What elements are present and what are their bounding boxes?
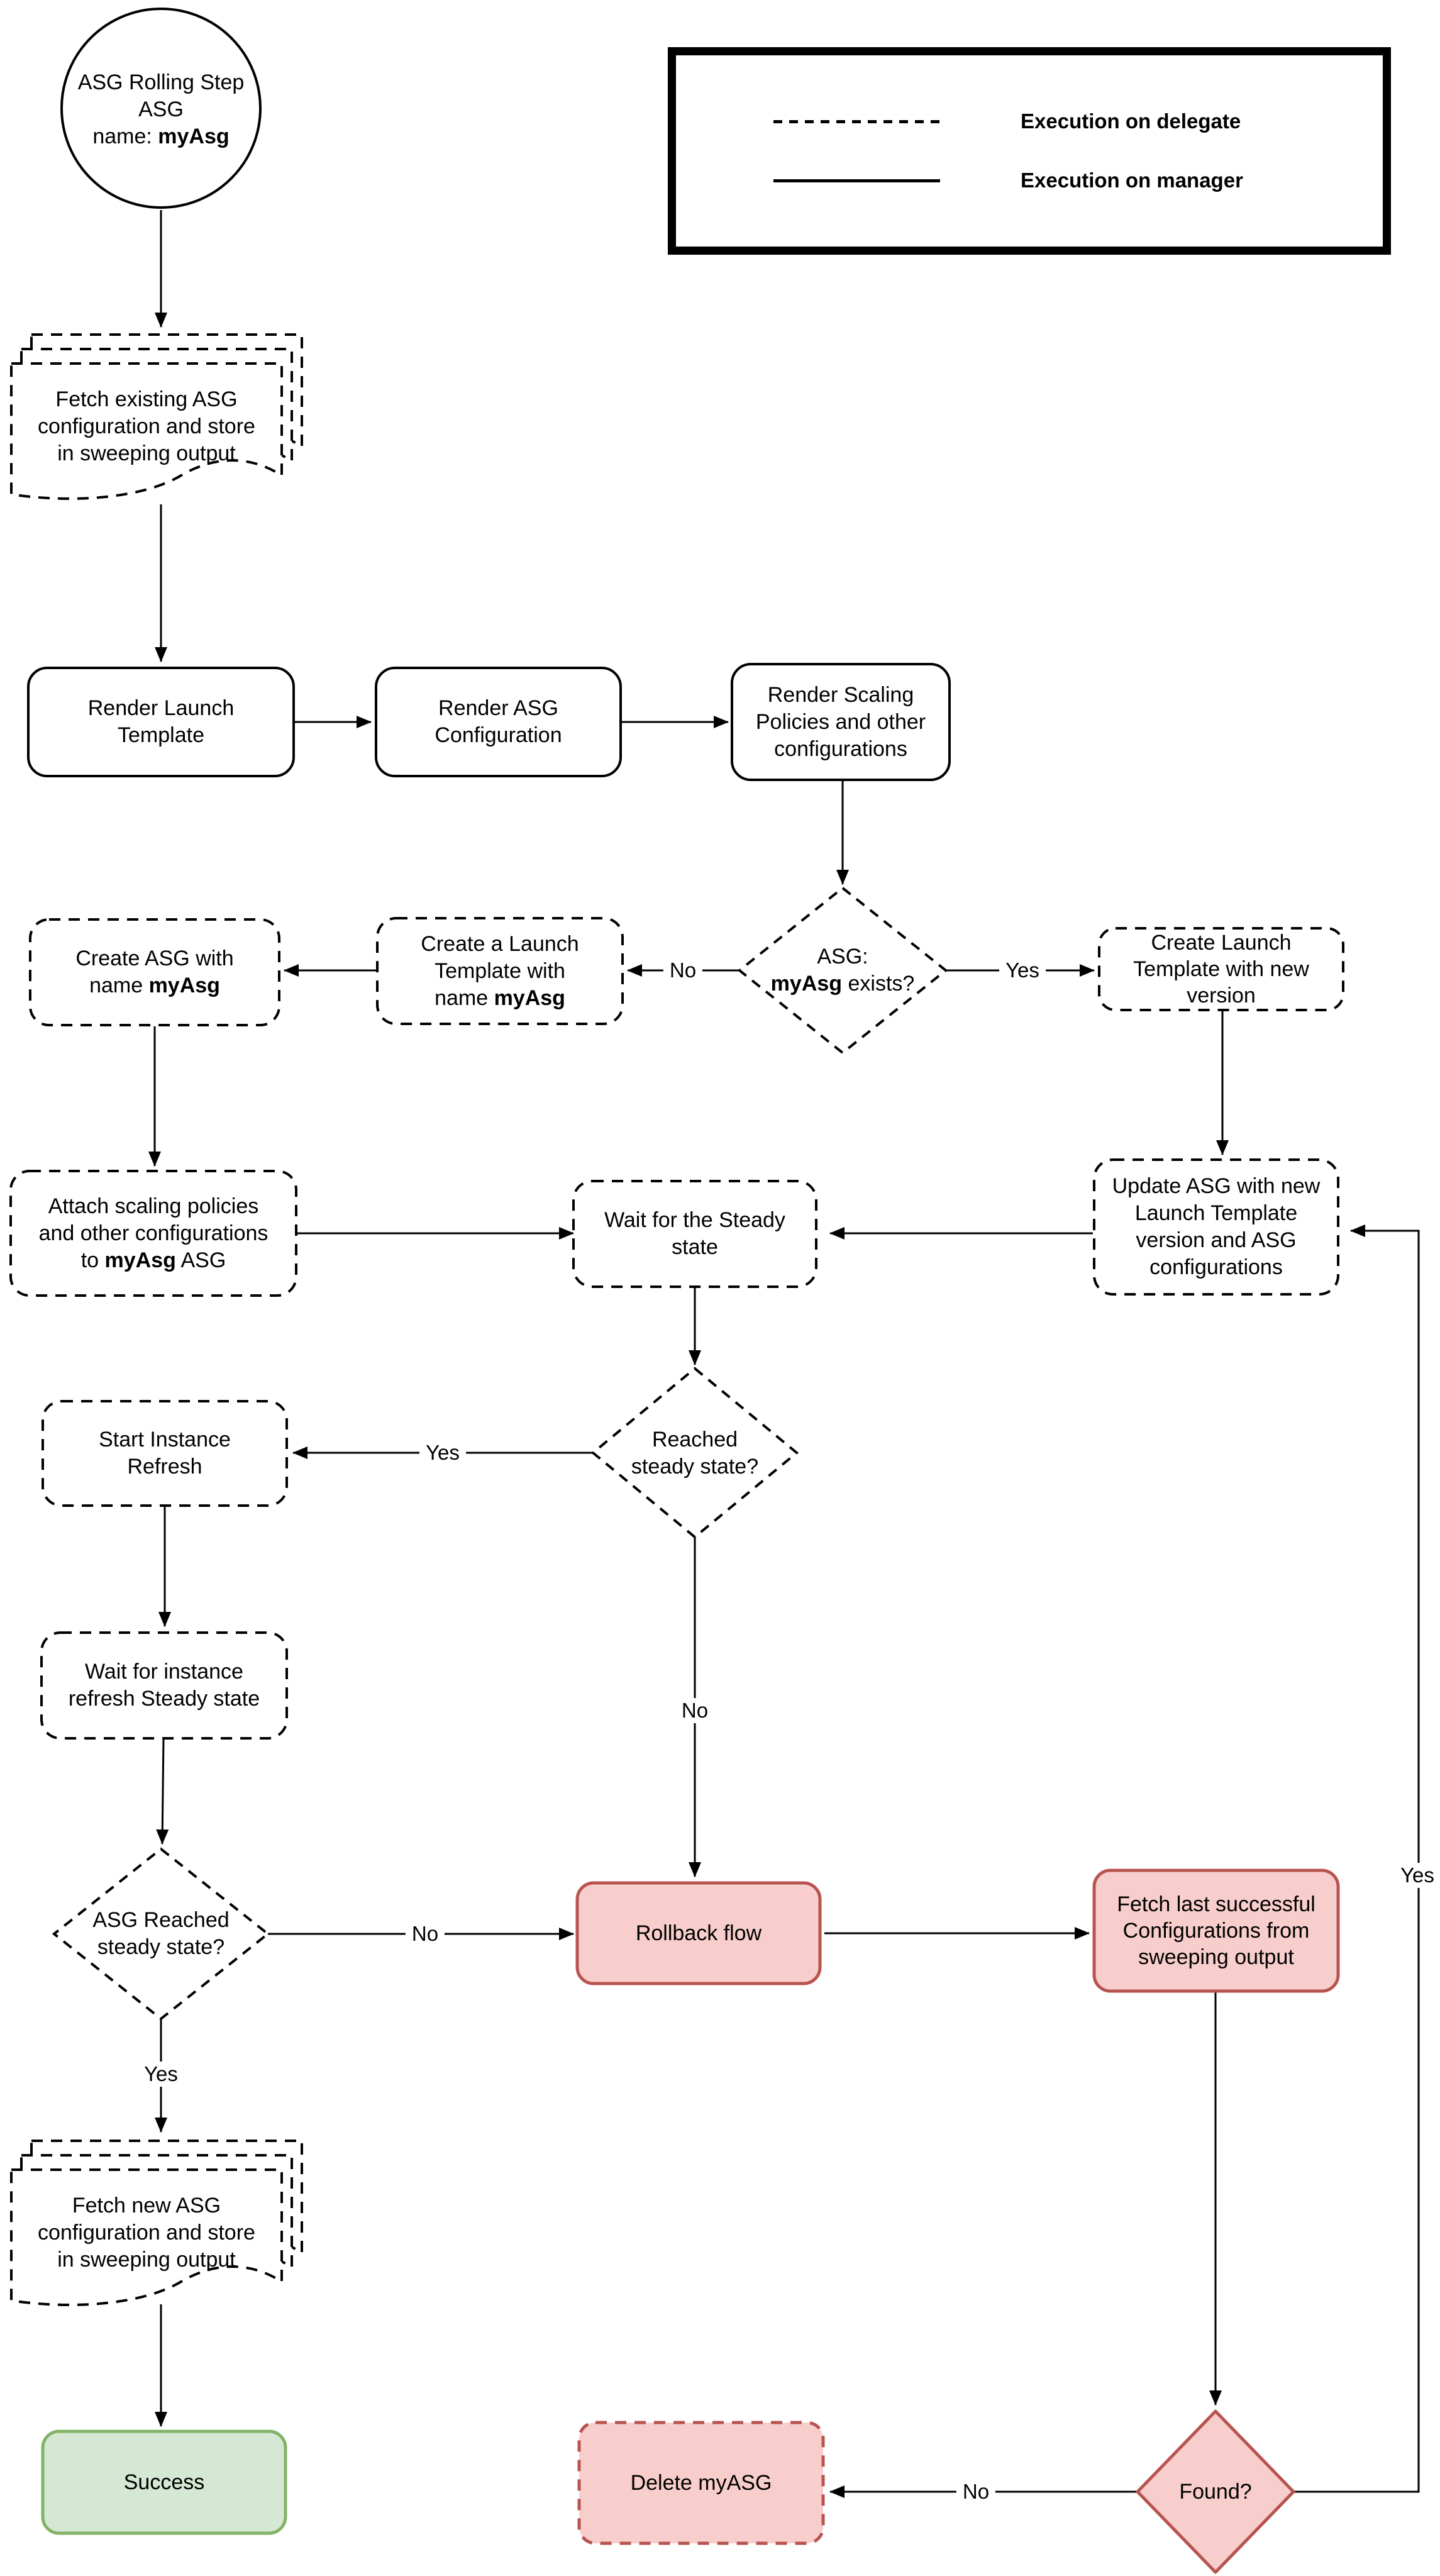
delete-myasg-shape [577, 2421, 825, 2545]
create-launch-new-shape [1098, 927, 1344, 1011]
edge-label-exists-no: No [663, 958, 703, 983]
asg-reached-diamond-shape [52, 1847, 270, 2021]
render-launch-shape [27, 667, 295, 777]
edges [148, 210, 1420, 2498]
dashed-line-sample-icon [773, 119, 940, 123]
found-diamond-shape [1136, 2409, 1295, 2574]
legend: Execution on delegate Execution on manag… [668, 47, 1391, 255]
edge-found-yes [1295, 1224, 1420, 2493]
start-circle-shape [60, 8, 262, 209]
rollback-shape [575, 1881, 822, 1985]
legend-delegate-label: Execution on delegate [1021, 109, 1241, 133]
start-refresh-shape [42, 1400, 288, 1507]
fetch-last-shape [1092, 1868, 1340, 1993]
legend-manager-label: Execution on manager [1021, 169, 1243, 192]
render-scaling-shape [731, 663, 951, 781]
edge-label-found-no: No [956, 2479, 996, 2504]
create-asg-shape [29, 918, 280, 1026]
legend-row-delegate: Execution on delegate [676, 108, 1383, 135]
edge-wait-refresh-to-asg-reached [156, 1738, 169, 1845]
update-asg-shape [1093, 1158, 1339, 1296]
legend-row-manager: Execution on manager [676, 167, 1383, 194]
success-shape [41, 2429, 287, 2535]
reached-steady-diamond-shape [590, 1367, 799, 1539]
asg-exists-diamond-shape [737, 886, 948, 1055]
edge-label-reached-no: No [675, 1698, 715, 1723]
fetch-new-shape [10, 2140, 303, 2306]
edge-label-asg-reached-no: No [405, 1921, 445, 1946]
wait-steady-shape [572, 1180, 817, 1288]
fetch-existing-shape [10, 333, 303, 500]
edge-label-asg-reached-yes: Yes [138, 2062, 184, 2087]
render-asg-shape [375, 667, 622, 777]
solid-line-sample-icon [773, 179, 940, 182]
create-launch-myasg-shape [376, 917, 624, 1025]
edge-label-reached-yes: Yes [419, 1440, 466, 1465]
edge-label-exists-yes: Yes [999, 958, 1046, 983]
wait-refresh-shape [40, 1631, 288, 1740]
edge-label-found-yes: Yes [1394, 1863, 1440, 1888]
attach-scaling-shape [9, 1170, 297, 1297]
